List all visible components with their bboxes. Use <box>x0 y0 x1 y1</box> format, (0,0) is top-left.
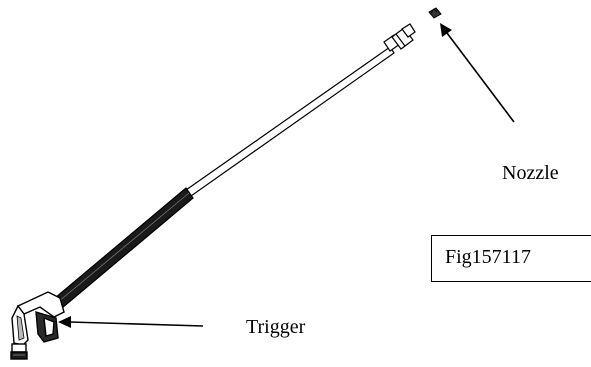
nozzle-label: Nozzle <box>502 162 559 184</box>
figure-id-box: Fig157117 <box>431 235 591 282</box>
figure-id-label: Fig157117 <box>445 246 531 268</box>
nozzle-tip-icon <box>428 7 442 19</box>
spray-gun-icon <box>10 291 65 360</box>
trigger-label: Trigger <box>246 316 306 338</box>
trigger-arrow <box>58 316 204 328</box>
nozzle-arrow <box>440 23 515 123</box>
wand-tube <box>185 46 395 197</box>
quick-connector <box>383 23 416 52</box>
wand-grip <box>54 187 194 309</box>
